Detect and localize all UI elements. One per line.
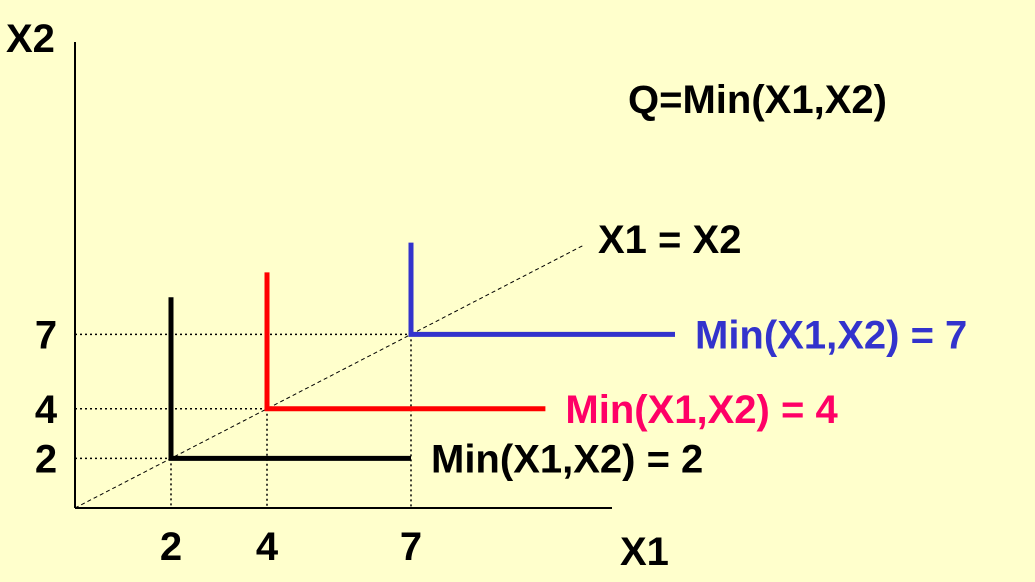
x-tick-label-2: 2 — [160, 525, 182, 569]
diagonal-label: X1 = X2 — [598, 218, 741, 262]
y-tick-label-2: 2 — [35, 437, 57, 481]
diagonal-line — [74, 244, 585, 509]
chart-title: Q=Min(X1,X2) — [628, 78, 887, 122]
y-tick-label-4: 4 — [35, 388, 58, 432]
series-label-7: Min(X1,X2) = 7 — [695, 313, 967, 357]
x-tick-label-4: 4 — [256, 525, 279, 569]
series-label-2: Min(X1,X2) = 2 — [431, 437, 703, 481]
series-label-4: Min(X1,X2) = 4 — [565, 388, 838, 432]
x-tick-label-7: 7 — [400, 525, 422, 569]
isoquant-curve-4 — [264, 272, 546, 412]
y-axis-label: X2 — [6, 17, 55, 61]
isoquant-curve-7 — [408, 242, 675, 337]
x-axis-label: X1 — [620, 530, 669, 574]
y-tick-label-7: 7 — [35, 313, 57, 357]
isoquant-curves — [168, 242, 675, 461]
chart-labels: Q=Min(X1,X2) X2 X1 X1 = X2 Min(X1,X2) = … — [6, 17, 967, 574]
axes — [74, 42, 612, 509]
isoquant-curve-2 — [168, 297, 411, 461]
